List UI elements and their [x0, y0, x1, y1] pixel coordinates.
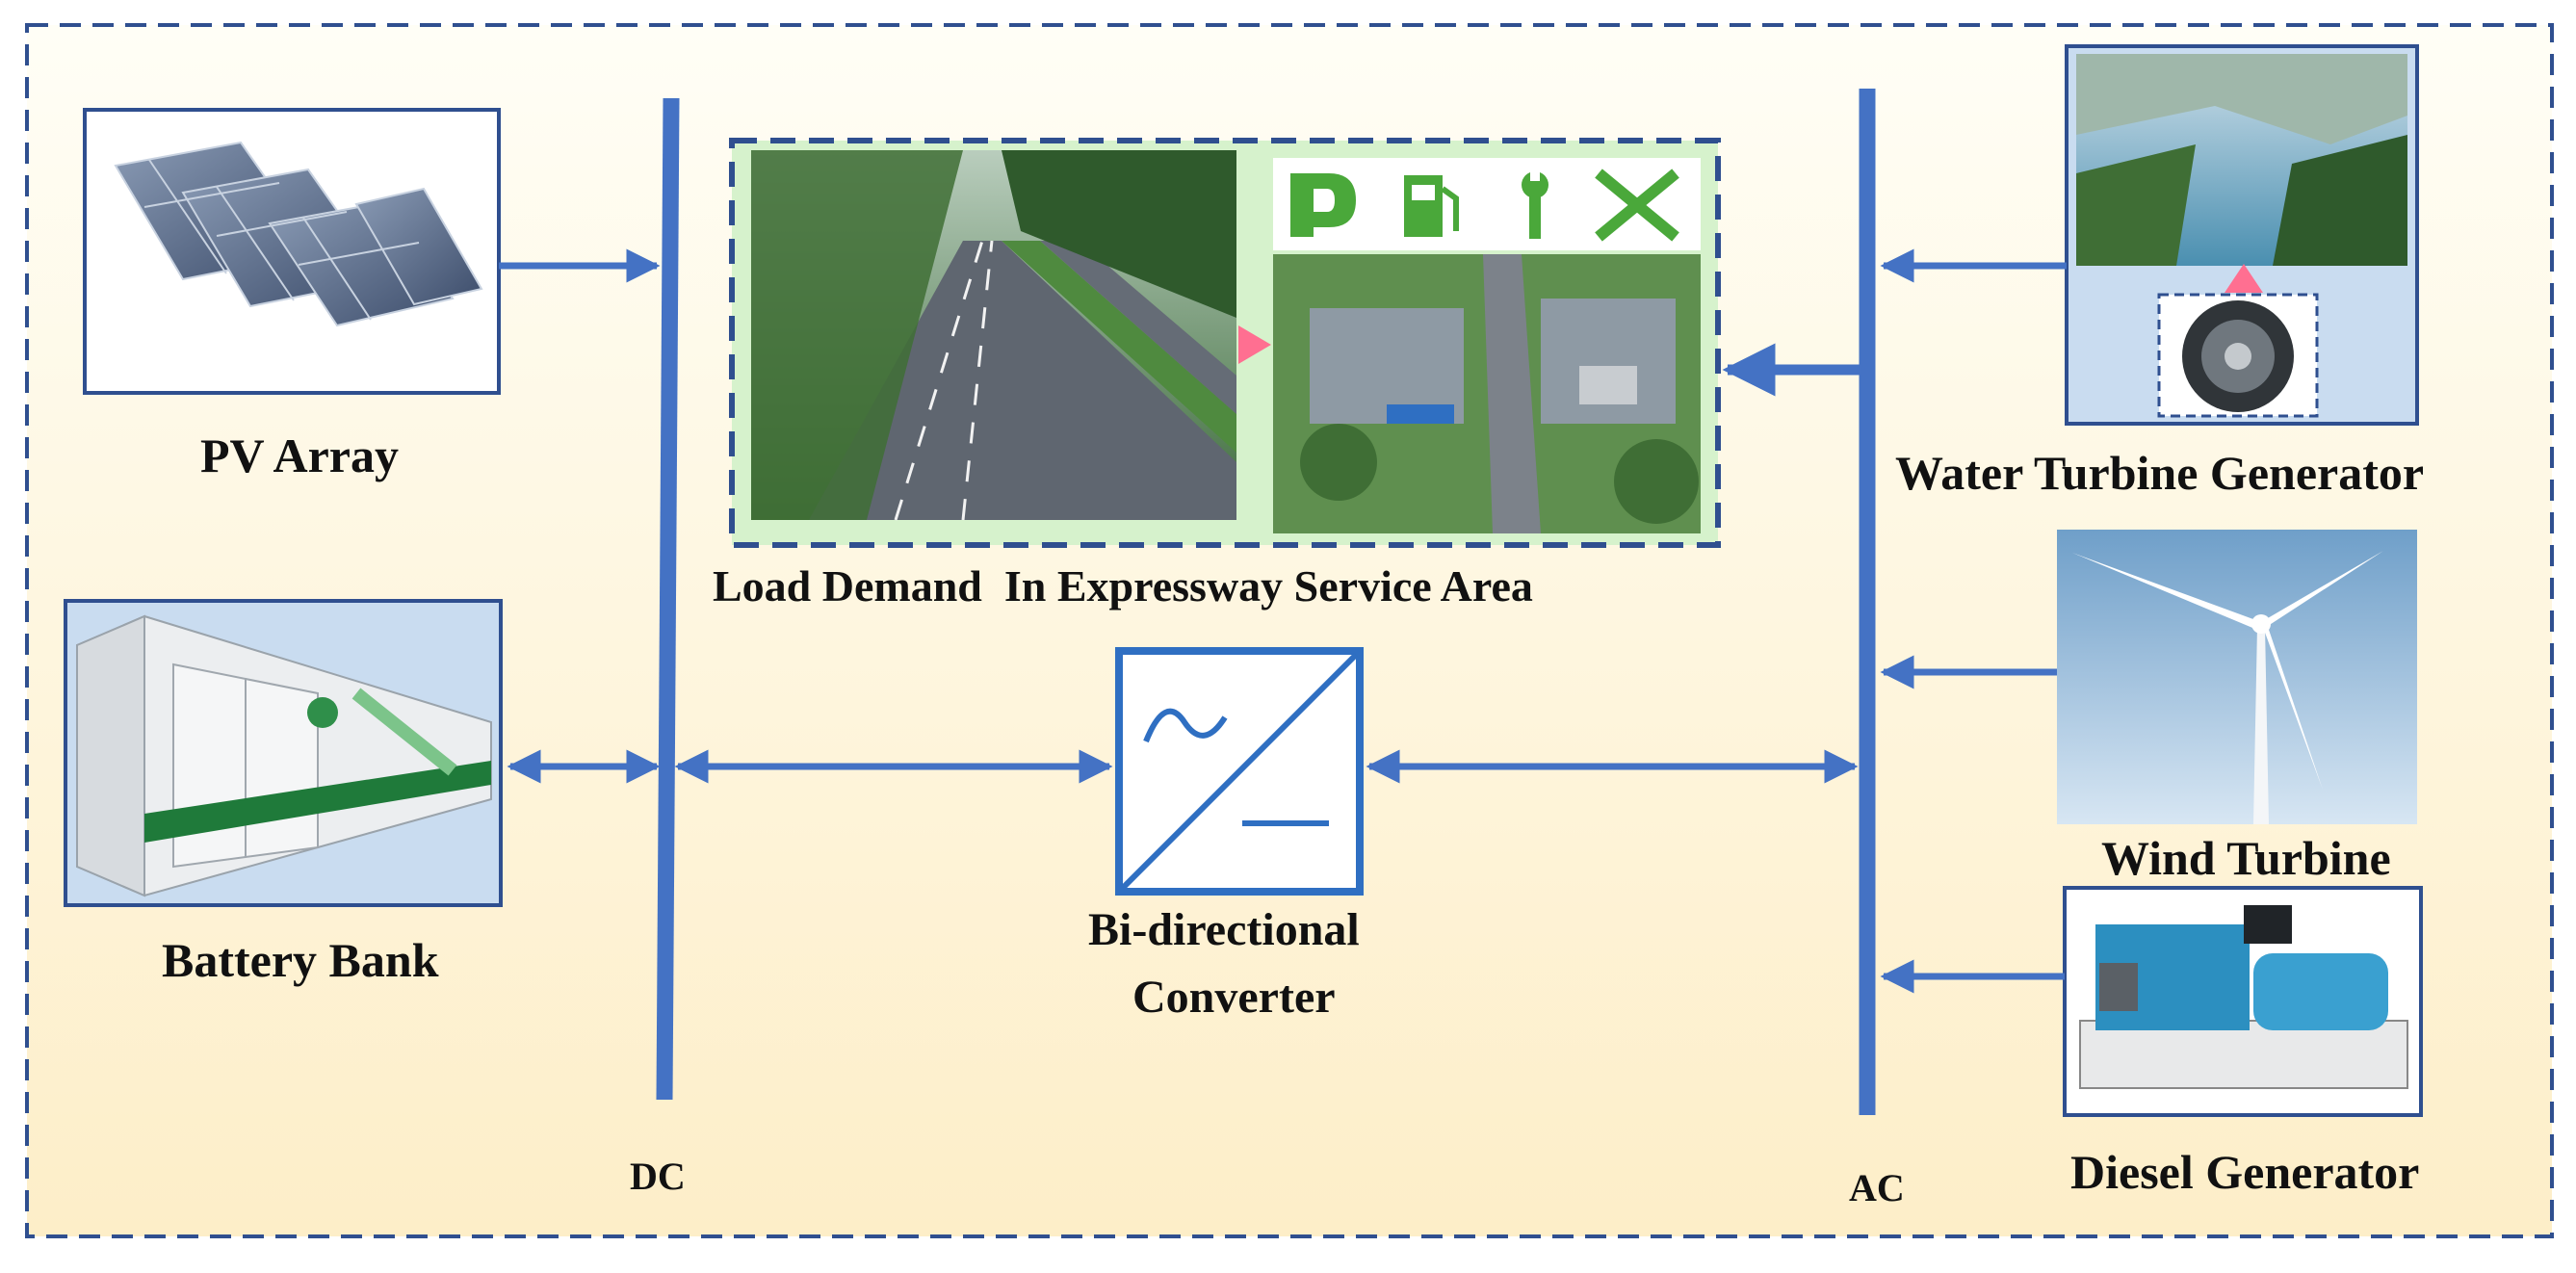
- fuel-pump-icon: [1404, 175, 1459, 237]
- service-icons-strip: [1273, 158, 1701, 250]
- converter-label-line2: Converter: [1132, 972, 1336, 1023]
- battery-bank-label: Battery Bank: [162, 933, 439, 987]
- water-turbine-label: Water Turbine Generator: [1895, 446, 2425, 500]
- diesel-generator-box: [2063, 886, 2423, 1117]
- pink-arrow-up: [2225, 264, 2263, 293]
- highway-photo: [751, 150, 1236, 521]
- load-demand-label: Load Demand In Expressway Service Area: [713, 561, 1533, 611]
- battery-container-icon: [76, 614, 492, 897]
- converter-label-line1: Bi-directional: [1088, 904, 1360, 955]
- wind-turbine-label: Wind Turbine: [2101, 831, 2391, 885]
- dc-bus-line: [656, 97, 680, 1101]
- pv-array-label: PV Array: [200, 429, 399, 482]
- diesel-generator-label: Diesel Generator: [2070, 1145, 2420, 1199]
- converter-box: [1115, 647, 1364, 896]
- river-photo: [2076, 54, 2407, 266]
- battery-bank-box: [64, 599, 503, 907]
- pelton-wheel-icon: [2182, 300, 2294, 412]
- load-demand-box: [729, 138, 1721, 548]
- wind-turbine-box: [2057, 530, 2417, 824]
- wind-turbine-icon: [2072, 551, 2383, 824]
- pv-array-box: [83, 108, 501, 395]
- wrench-icon: [1522, 169, 1548, 239]
- diesel-generator-icon: [2079, 905, 2408, 1089]
- ac-bus-label: AC: [1849, 1166, 1905, 1209]
- ac-wave-icon: [1143, 708, 1228, 743]
- dc-bus-label: DC: [630, 1155, 686, 1198]
- pink-arrow-highway: [1238, 325, 1271, 364]
- water-turbine-box: [2065, 44, 2419, 426]
- parking-p-icon: [1290, 173, 1356, 237]
- fork-knife-icon: [1595, 169, 1679, 242]
- service-area-photo: [1273, 254, 1701, 533]
- solar-panel-icon: [114, 141, 483, 327]
